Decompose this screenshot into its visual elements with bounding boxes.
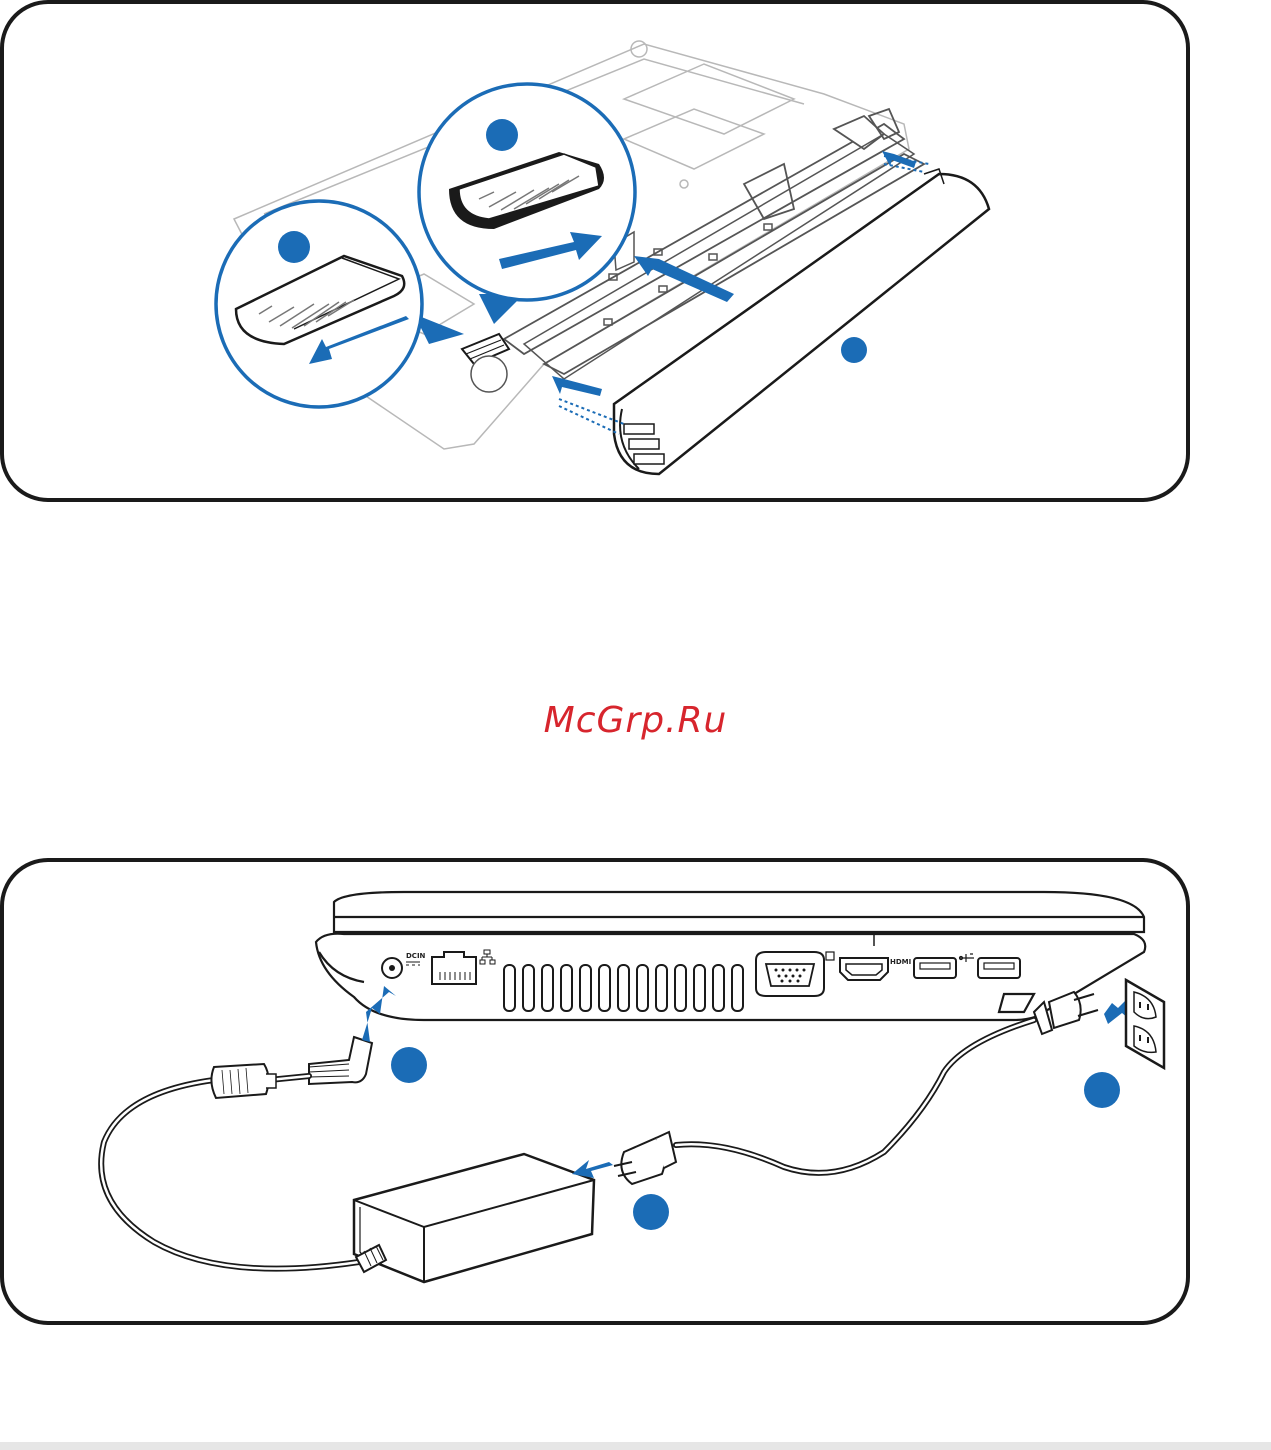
power-connection-panel: DCIN <box>0 858 1190 1325</box>
callout-circle-icon <box>841 337 867 363</box>
callout-circle-icon <box>1084 1072 1120 1108</box>
power-connection-illustration: DCIN <box>4 862 1190 1325</box>
ac-connector <box>572 1132 676 1184</box>
arrow-icon <box>882 151 916 168</box>
battery-lock-switch-icon <box>462 334 509 392</box>
battery-install-panel <box>0 0 1190 502</box>
arrow-icon <box>1104 1000 1128 1024</box>
ferrite-core <box>211 1064 276 1098</box>
callout-circle-icon <box>633 1194 669 1230</box>
wall-outlet-icon <box>1126 980 1164 1068</box>
callout-circle-icon <box>278 231 310 263</box>
callout-circle-icon <box>486 119 518 151</box>
battery-install-illustration <box>4 4 1190 502</box>
callout-circle-icon <box>391 1047 427 1083</box>
vga-port <box>756 952 834 996</box>
arrow-icon <box>552 376 602 396</box>
power-adapter-icon <box>354 1154 594 1282</box>
hdmi-label: HDMI <box>890 958 911 966</box>
watermark-text: McGrp.Ru <box>0 700 1271 741</box>
zoom-bubble-lock <box>419 84 635 324</box>
page-footer-rule <box>0 1442 1271 1450</box>
dcin-label: DCIN <box>406 952 426 960</box>
